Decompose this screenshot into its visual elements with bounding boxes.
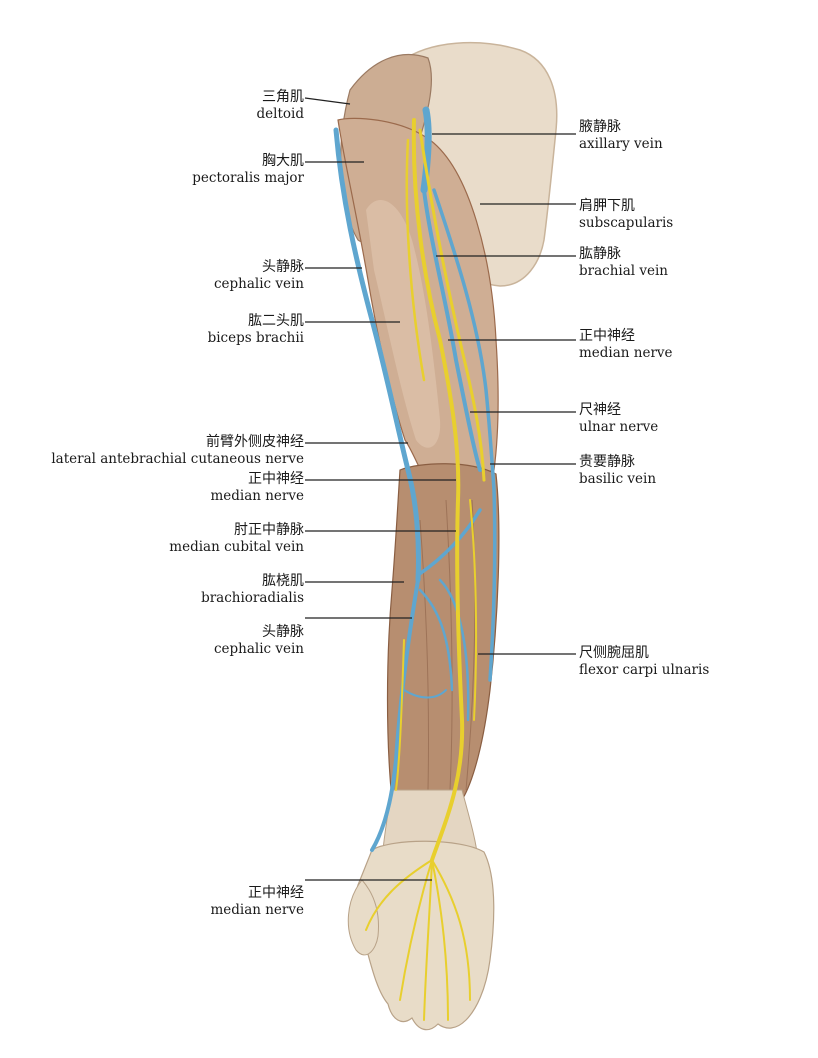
- cephalic-vein-upper: [333, 127, 422, 583]
- label-axillary-vein: 腋静脉 axillary vein: [579, 119, 663, 153]
- brachial-vein: [422, 188, 482, 472]
- label-zh: 胸大肌: [262, 153, 304, 169]
- label-median-nerve-hand: 正中神经 median nerve: [210, 885, 304, 919]
- label-brachial-vein: 肱静脉 brachial vein: [579, 246, 668, 280]
- label-median-nerve-arm: 正中神经 median nerve: [579, 328, 673, 362]
- label-en: lateral antebrachial cutaneous nerve: [51, 451, 304, 467]
- biceps-muscle: [366, 200, 441, 448]
- label-pectoralis-major: 胸大肌 pectoralis major: [192, 153, 304, 187]
- label-en: brachial vein: [579, 263, 669, 279]
- label-median-cubital-vein: 肘正中静脉 median cubital vein: [169, 522, 304, 556]
- label-subscapularis: 肩胛下肌 subscapularis: [579, 198, 673, 232]
- label-zh: 肱静脉: [579, 246, 621, 262]
- label-en: median nerve: [210, 488, 304, 504]
- label-ulnar-nerve: 尺神经 ulnar nerve: [579, 402, 658, 436]
- ulnar-nerve-path: [418, 128, 486, 482]
- label-zh: 尺神经: [579, 402, 621, 418]
- leader-deltoid: [304, 97, 351, 105]
- label-zh: 肱二头肌: [248, 313, 304, 329]
- label-en: cephalic vein: [213, 641, 304, 657]
- median-cubital-vein: [416, 508, 482, 577]
- hand: [355, 840, 495, 1031]
- label-biceps-brachii: 肱二头肌 biceps brachii: [208, 313, 304, 347]
- label-en: median cubital vein: [169, 539, 304, 555]
- label-en: pectoralis major: [192, 170, 304, 186]
- label-zh: 前臂外侧皮神经: [206, 434, 304, 450]
- veins: [333, 106, 497, 852]
- label-en: median nerve: [579, 345, 673, 361]
- label-lateral-antebrachial-cutaneous-nerve: 前臂外侧皮神经 lateral antebrachial cutaneous n…: [51, 434, 304, 468]
- label-flexor-carpi-ulnaris: 尺侧腕屈肌 flexor carpi ulnaris: [579, 645, 709, 679]
- label-zh: 肩胛下肌: [579, 198, 635, 214]
- label-brachioradialis: 肱桡肌 brachioradialis: [201, 573, 304, 607]
- label-zh: 腋静脉: [579, 119, 621, 135]
- label-zh: 头静脉: [262, 259, 304, 275]
- label-deltoid: 三角肌 deltoid: [257, 89, 304, 123]
- label-en: flexor carpi ulnaris: [579, 662, 710, 678]
- cephalic-vein-forearm: [370, 578, 420, 852]
- label-en: cephalic vein: [213, 276, 304, 292]
- label-zh: 正中神经: [579, 328, 635, 344]
- label-en: subscapularis: [579, 215, 674, 231]
- label-en: ulnar nerve: [579, 419, 659, 435]
- axillary-vein: [420, 106, 432, 194]
- label-en: median nerve: [210, 902, 304, 918]
- label-zh: 头静脉: [262, 624, 304, 640]
- label-cephalic-vein-upper: 头静脉 cephalic vein: [214, 259, 304, 293]
- thumb: [347, 879, 379, 956]
- basilic-vein: [432, 188, 497, 682]
- label-zh: 正中神经: [248, 471, 304, 487]
- label-zh: 尺侧腕屈肌: [579, 645, 649, 661]
- leader-lines: [304, 97, 576, 881]
- median-nerve-path: [411, 118, 465, 862]
- label-zh: 肱桡肌: [262, 573, 304, 589]
- nerves: [365, 118, 486, 1021]
- label-en: deltoid: [256, 106, 304, 122]
- label-zh: 三角肌: [262, 89, 304, 105]
- label-zh: 肘正中静脉: [234, 522, 304, 538]
- label-median-nerve-elbow: 正中神经 median nerve: [210, 471, 304, 505]
- label-en: biceps brachii: [207, 330, 304, 346]
- label-zh: 贵要静脉: [579, 454, 635, 470]
- label-en: axillary vein: [579, 136, 663, 152]
- label-zh: 正中神经: [248, 885, 304, 901]
- label-basilic-vein: 贵要静脉 basilic vein: [579, 454, 656, 488]
- label-en: basilic vein: [579, 471, 657, 487]
- label-en: brachioradialis: [201, 590, 304, 606]
- label-cephalic-vein-forearm: 头静脉 cephalic vein: [214, 624, 304, 658]
